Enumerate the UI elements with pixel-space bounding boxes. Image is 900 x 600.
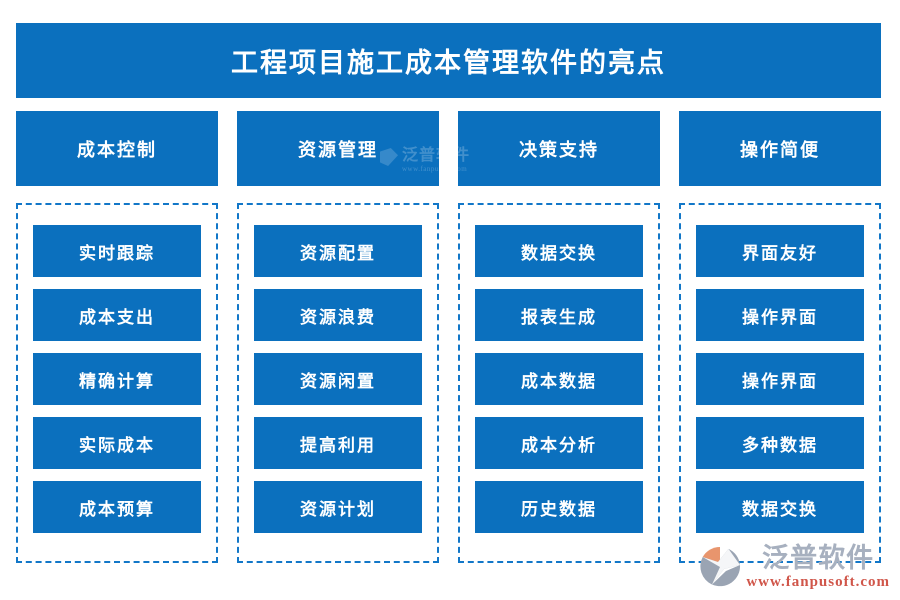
column-header-button[interactable]: 操作简便 (679, 111, 881, 186)
feature-button[interactable]: 多种数据 (696, 417, 864, 469)
column-panel: 实时跟踪 成本支出 精确计算 实际成本 成本预算 (16, 203, 218, 563)
column-header-button[interactable]: 决策支持 (458, 111, 660, 186)
feature-button[interactable]: 数据交换 (696, 481, 864, 533)
feature-button[interactable]: 资源配置 (254, 225, 422, 277)
feature-button[interactable]: 资源闲置 (254, 353, 422, 405)
feature-button[interactable]: 提高利用 (254, 417, 422, 469)
logo-text: 泛普软件 (762, 543, 875, 573)
feature-button[interactable]: 资源计划 (254, 481, 422, 533)
logo-url-link[interactable]: www.fanpusoft.com (746, 574, 890, 590)
feature-button[interactable]: 资源浪费 (254, 289, 422, 341)
feature-button[interactable]: 实时跟踪 (33, 225, 201, 277)
feature-button[interactable]: 操作界面 (696, 353, 864, 405)
columns-grid: 成本控制 实时跟踪 成本支出 精确计算 实际成本 成本预算 资源管理 资源配置 … (16, 111, 881, 563)
column-header-button[interactable]: 资源管理 (237, 111, 439, 186)
feature-button[interactable]: 操作界面 (696, 289, 864, 341)
feature-button[interactable]: 成本预算 (33, 481, 201, 533)
column-cost-control: 成本控制 实时跟踪 成本支出 精确计算 实际成本 成本预算 (16, 111, 218, 563)
feature-button[interactable]: 历史数据 (475, 481, 643, 533)
column-resource-management: 资源管理 资源配置 资源浪费 资源闲置 提高利用 资源计划 (237, 111, 439, 563)
fanpu-logo-icon (700, 547, 741, 587)
column-easy-operation: 操作简便 界面友好 操作界面 操作界面 多种数据 数据交换 (679, 111, 881, 563)
feature-button[interactable]: 成本数据 (475, 353, 643, 405)
feature-button[interactable]: 数据交换 (475, 225, 643, 277)
feature-button[interactable]: 界面友好 (696, 225, 864, 277)
feature-button[interactable]: 成本分析 (475, 417, 643, 469)
fanpu-logo: 泛普软件 www.fanpusoft.com (698, 543, 890, 591)
feature-button[interactable]: 实际成本 (33, 417, 201, 469)
feature-button[interactable]: 精确计算 (33, 353, 201, 405)
feature-button[interactable]: 成本支出 (33, 289, 201, 341)
feature-button[interactable]: 报表生成 (475, 289, 643, 341)
column-panel: 资源配置 资源浪费 资源闲置 提高利用 资源计划 (237, 203, 439, 563)
page-title: 工程项目施工成本管理软件的亮点 (16, 23, 881, 98)
column-header-button[interactable]: 成本控制 (16, 111, 218, 186)
column-panel: 界面友好 操作界面 操作界面 多种数据 数据交换 (679, 203, 881, 563)
column-panel: 数据交换 报表生成 成本数据 成本分析 历史数据 (458, 203, 660, 563)
column-decision-support: 决策支持 数据交换 报表生成 成本数据 成本分析 历史数据 (458, 111, 660, 563)
